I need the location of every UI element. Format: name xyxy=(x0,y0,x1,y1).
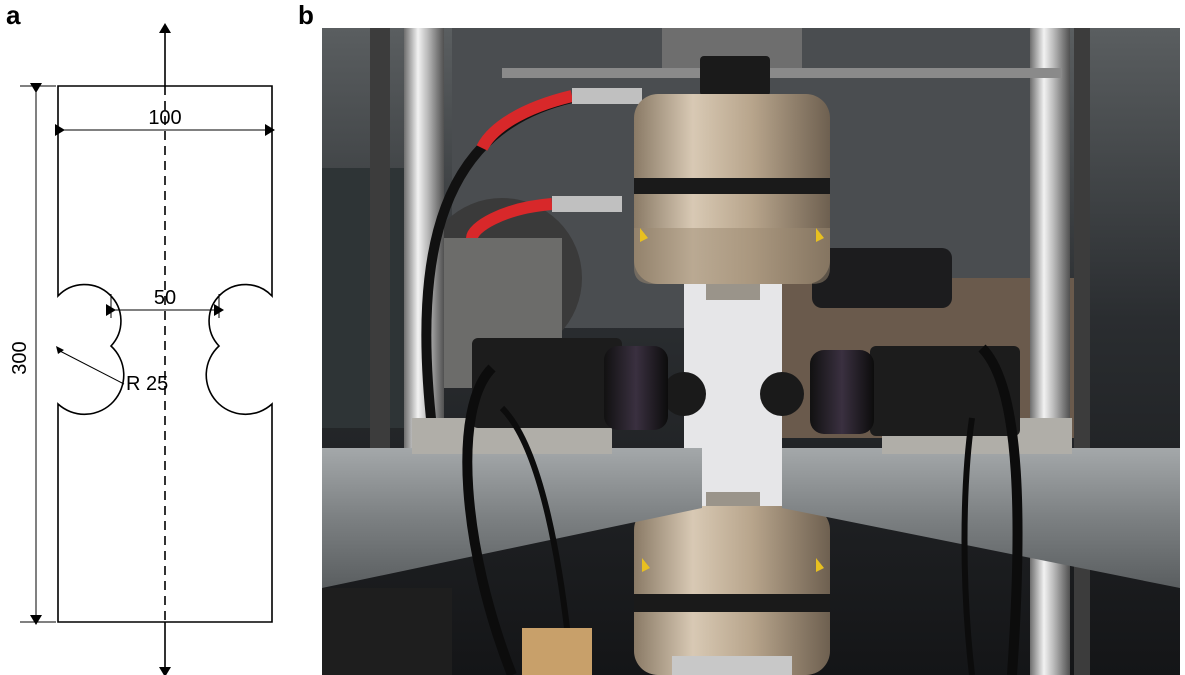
lower-grip xyxy=(634,506,830,675)
panel-a-label: a xyxy=(6,0,21,30)
neck-dimension-text: 50 xyxy=(154,287,176,309)
specimen-drawing: 100 50 300 R 25 xyxy=(9,23,275,675)
radius-text: R 25 xyxy=(126,373,168,395)
camera-rail-left xyxy=(322,448,702,588)
camera-rail-right xyxy=(782,448,1180,588)
length-dimension-text: 300 xyxy=(9,341,31,374)
hydraulic-hose-red-1 xyxy=(476,90,574,151)
lower-grip-band xyxy=(634,594,830,612)
test-setup-photo xyxy=(322,28,1180,675)
camera-cable-left xyxy=(462,364,517,675)
crosshead-bar xyxy=(502,68,1062,78)
frame-column-right xyxy=(1030,28,1070,675)
camera-right-lens xyxy=(810,350,874,434)
panel-b-label: b xyxy=(298,0,314,30)
camera-right-body xyxy=(870,346,1020,436)
hydraulic-hose-red-2 xyxy=(466,198,553,240)
camera-left-body xyxy=(472,338,622,428)
load-cell xyxy=(700,56,770,96)
radius-leader-line xyxy=(57,349,125,385)
camera-left-lens xyxy=(604,346,668,430)
upper-grip-band xyxy=(634,178,830,194)
width-dimension-text: 100 xyxy=(148,107,181,129)
camera-cable-right xyxy=(978,344,1023,675)
